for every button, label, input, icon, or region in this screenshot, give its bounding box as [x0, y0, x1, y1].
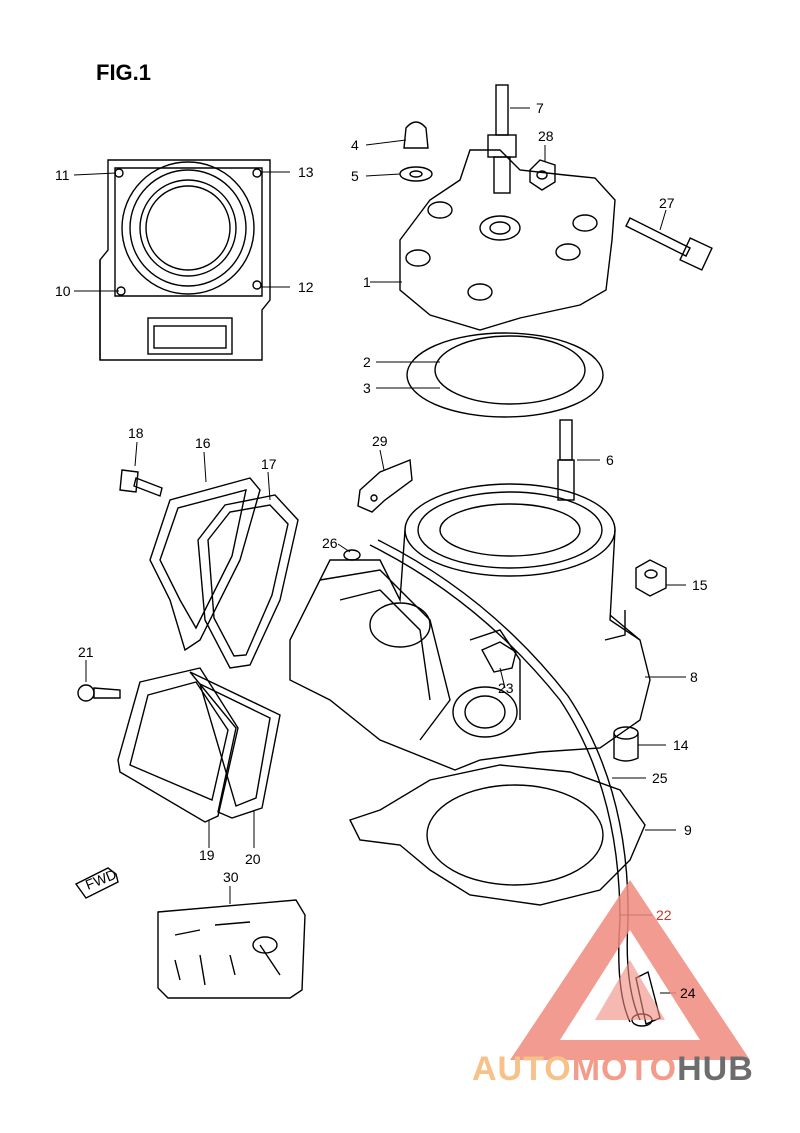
- callout-30: 30: [223, 869, 239, 885]
- callout-23: 23: [498, 680, 514, 696]
- screw-18: [119, 469, 163, 497]
- callout-24: 24: [680, 985, 696, 1001]
- cylinder: [289, 483, 651, 771]
- callout-3: 3: [363, 380, 371, 396]
- dowel-14: [613, 726, 639, 762]
- fwd-arrow-icon: [74, 867, 119, 899]
- callout-7: 7: [536, 100, 544, 116]
- callout-8: 8: [690, 669, 698, 685]
- clip-26: [343, 549, 361, 561]
- watermark-part3: HUB: [677, 1050, 754, 1088]
- cylinder-top-view: [99, 159, 271, 361]
- breather-hose: [369, 539, 641, 1023]
- callout-17: 17: [261, 456, 277, 472]
- watermark-logo: [510, 880, 750, 1060]
- bolt-27: [625, 217, 713, 271]
- cylinder-head: [399, 149, 616, 331]
- gasket-16: [149, 477, 261, 652]
- callout-2: 2: [363, 354, 371, 370]
- callout-29: 29: [372, 433, 388, 449]
- clip-23: [481, 641, 517, 673]
- callout-9: 9: [684, 822, 692, 838]
- callout-21: 21: [78, 644, 94, 660]
- label-plate-30: [157, 899, 306, 999]
- nut-15: [635, 559, 667, 597]
- callout-10: 10: [55, 283, 71, 299]
- callout-14: 14: [673, 737, 689, 753]
- callout-27: 27: [659, 195, 675, 211]
- callout-22: 22: [656, 907, 672, 923]
- gasket-17: [197, 494, 299, 669]
- callout-12: 12: [298, 279, 314, 295]
- callout-16: 16: [195, 435, 211, 451]
- figure-title: FIG.1: [96, 60, 152, 85]
- spark-plug: [487, 84, 517, 194]
- callout-11: 11: [55, 167, 70, 183]
- base-gasket: [349, 764, 646, 906]
- callout-25: 25: [652, 770, 668, 786]
- exhaust-gasket: [189, 671, 281, 819]
- cap-nut: [403, 121, 429, 149]
- exhaust-cover: [117, 667, 239, 823]
- callout-26: 26: [322, 535, 338, 551]
- callout-6: 6: [606, 452, 614, 468]
- watermark-part1: AUTO: [472, 1050, 572, 1088]
- callout-20: 20: [245, 851, 261, 867]
- callout-4: 4: [351, 137, 359, 153]
- washer: [399, 166, 433, 182]
- callout-28: 28: [538, 128, 554, 144]
- callout-19: 19: [199, 847, 215, 863]
- callout-1: 1: [363, 274, 371, 290]
- screw-21: [77, 684, 121, 702]
- bracket-29: [357, 459, 413, 513]
- nut-28: [529, 159, 556, 191]
- callout-15: 15: [692, 577, 708, 593]
- head-gaskets: [406, 332, 604, 418]
- watermark-text: AUTOMOTOHUB: [472, 1050, 754, 1089]
- callout-13: 13: [298, 164, 314, 180]
- stud-6: [557, 419, 575, 501]
- callout-5: 5: [351, 168, 359, 184]
- watermark-part2: MOTO: [571, 1050, 678, 1088]
- callout-18: 18: [128, 425, 144, 441]
